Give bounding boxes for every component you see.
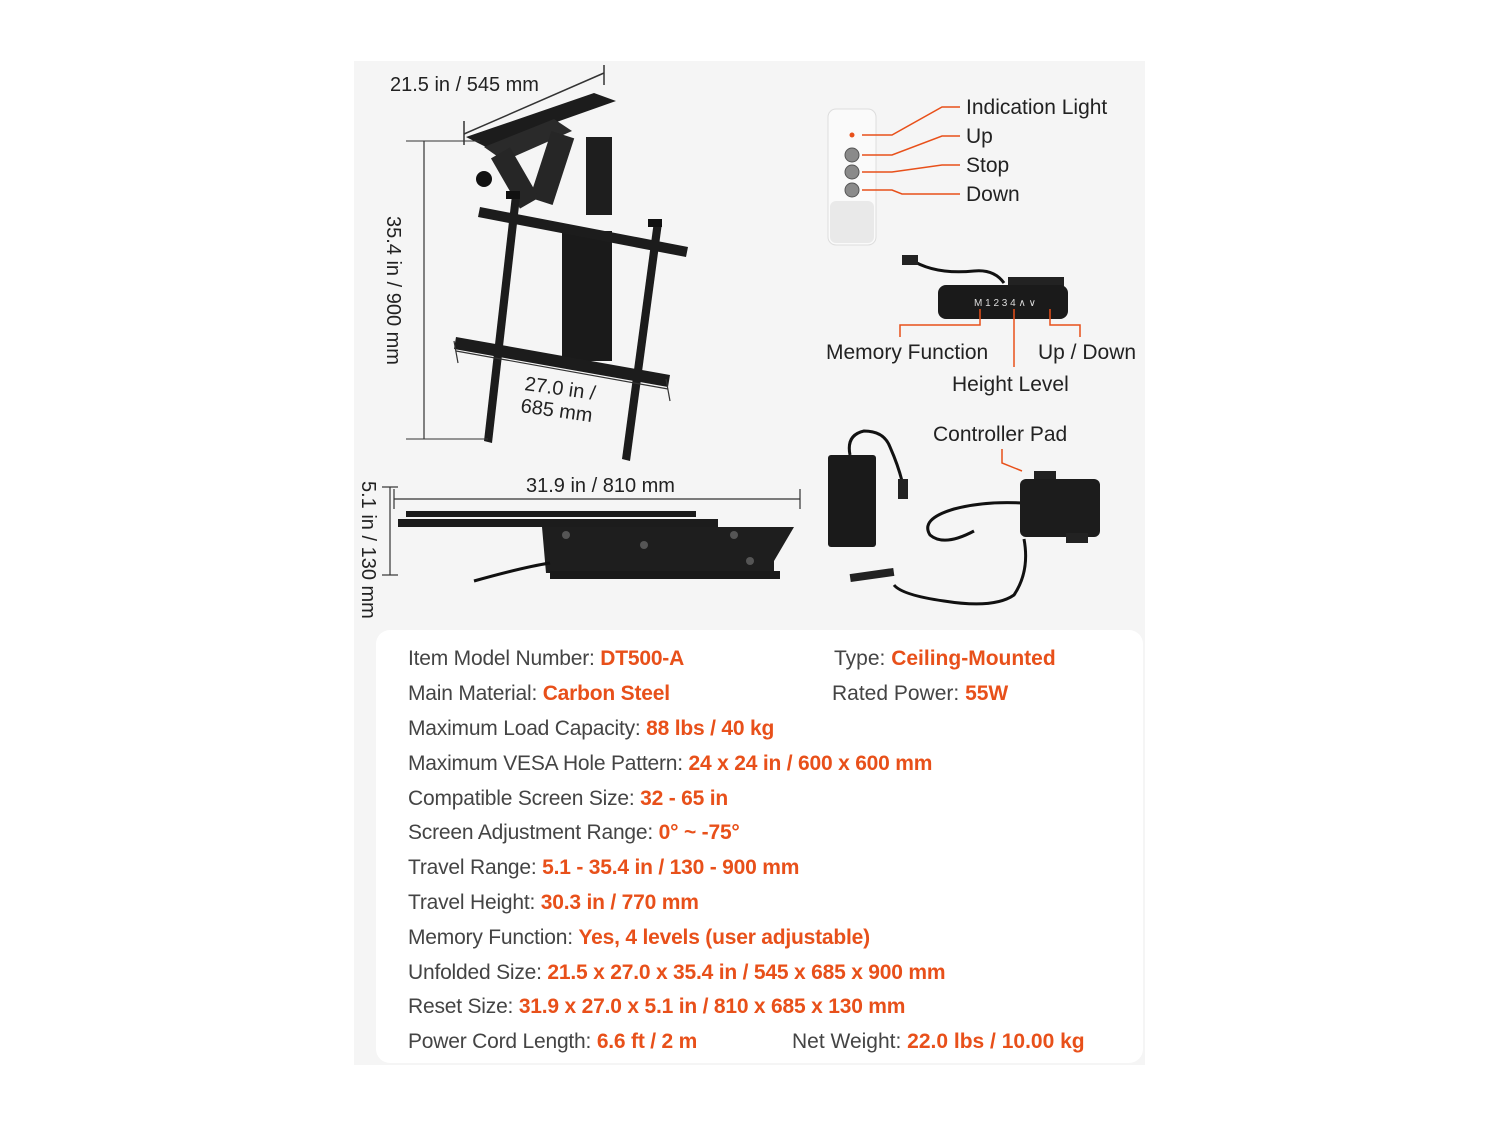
spec-row-type: Type: Ceiling-Mounted (834, 647, 1056, 670)
up-down-label: Up / Down (1038, 341, 1136, 364)
up-label: Up (966, 125, 993, 148)
remote-control (827, 108, 877, 246)
spec-row-rated-power: Rated Power: 55W (832, 682, 1009, 705)
spec-row-screen-size: Compatible Screen Size: 32 - 65 in (408, 787, 729, 810)
product-diagram: 21.5 in / 545 mm 35.4 in / 900 mm 27.0 i… (357, 65, 1136, 619)
unfolded-mount-illustration (406, 65, 688, 461)
remote-callout-lines (862, 106, 960, 195)
spec-row-adjustment-range: Screen Adjustment Range: 0° ~ -75° (408, 821, 740, 844)
spec-row-material: Main Material: Carbon Steel (408, 682, 670, 705)
folded-mount-illustration (382, 486, 801, 583)
spec-row-reset-size: Reset Size: 31.9 x 27.0 x 5.1 in / 810 x… (408, 995, 906, 1018)
controller-pad-callout-line (1001, 449, 1023, 472)
height-level-label: Height Level (952, 373, 1069, 396)
spec-row-unfolded-size: Unfolded Size: 21.5 x 27.0 x 35.4 in / 5… (408, 961, 946, 984)
stop-label: Stop (966, 154, 1009, 177)
top-width-label: 21.5 in / 545 mm (390, 74, 539, 96)
down-label: Down (966, 183, 1020, 206)
memory-function-label: Memory Function (826, 341, 988, 364)
controller-pad-illustration (1020, 471, 1100, 543)
spec-row-power-cord: Power Cord Length: 6.6 ft / 2 m (408, 1030, 698, 1053)
power-adapter-illustration (828, 429, 1028, 606)
keypad-callout-lines (899, 309, 1081, 367)
up-button-icon (844, 147, 860, 163)
keypad-illustration (902, 255, 1068, 319)
indication-light-icon (849, 132, 855, 138)
down-button-icon (844, 182, 860, 198)
spec-row-memory-function: Memory Function: Yes, 4 levels (user adj… (408, 926, 870, 949)
product-spec-card: 21.5 in / 545 mm 35.4 in / 900 mm 27.0 i… (354, 61, 1145, 1065)
spec-row-travel-height: Travel Height: 30.3 in / 770 mm (408, 891, 699, 914)
spec-row-vesa: Maximum VESA Hole Pattern: 24 x 24 in / … (408, 752, 933, 775)
spec-list: Item Model Number: DT500-A Main Material… (376, 630, 1143, 1063)
folded-height-label: 5.1 in / 130 mm (357, 481, 379, 619)
keypad-buttons-label: M 1 2 3 4 ∧ ∨ (974, 298, 1036, 309)
spec-row-model: Item Model Number: DT500-A (408, 647, 685, 670)
spec-row-load-capacity: Maximum Load Capacity: 88 lbs / 40 kg (408, 717, 775, 740)
height-label: 35.4 in / 900 mm (382, 216, 404, 365)
indication-light-label: Indication Light (966, 96, 1107, 119)
stop-button-icon (844, 164, 860, 180)
controller-pad-label: Controller Pad (933, 423, 1067, 446)
spec-row-travel-range: Travel Range: 5.1 - 35.4 in / 130 - 900 … (408, 856, 800, 879)
folded-width-label: 31.9 in / 810 mm (526, 475, 675, 497)
spec-row-net-weight: Net Weight: 22.0 lbs / 10.00 kg (792, 1030, 1085, 1053)
